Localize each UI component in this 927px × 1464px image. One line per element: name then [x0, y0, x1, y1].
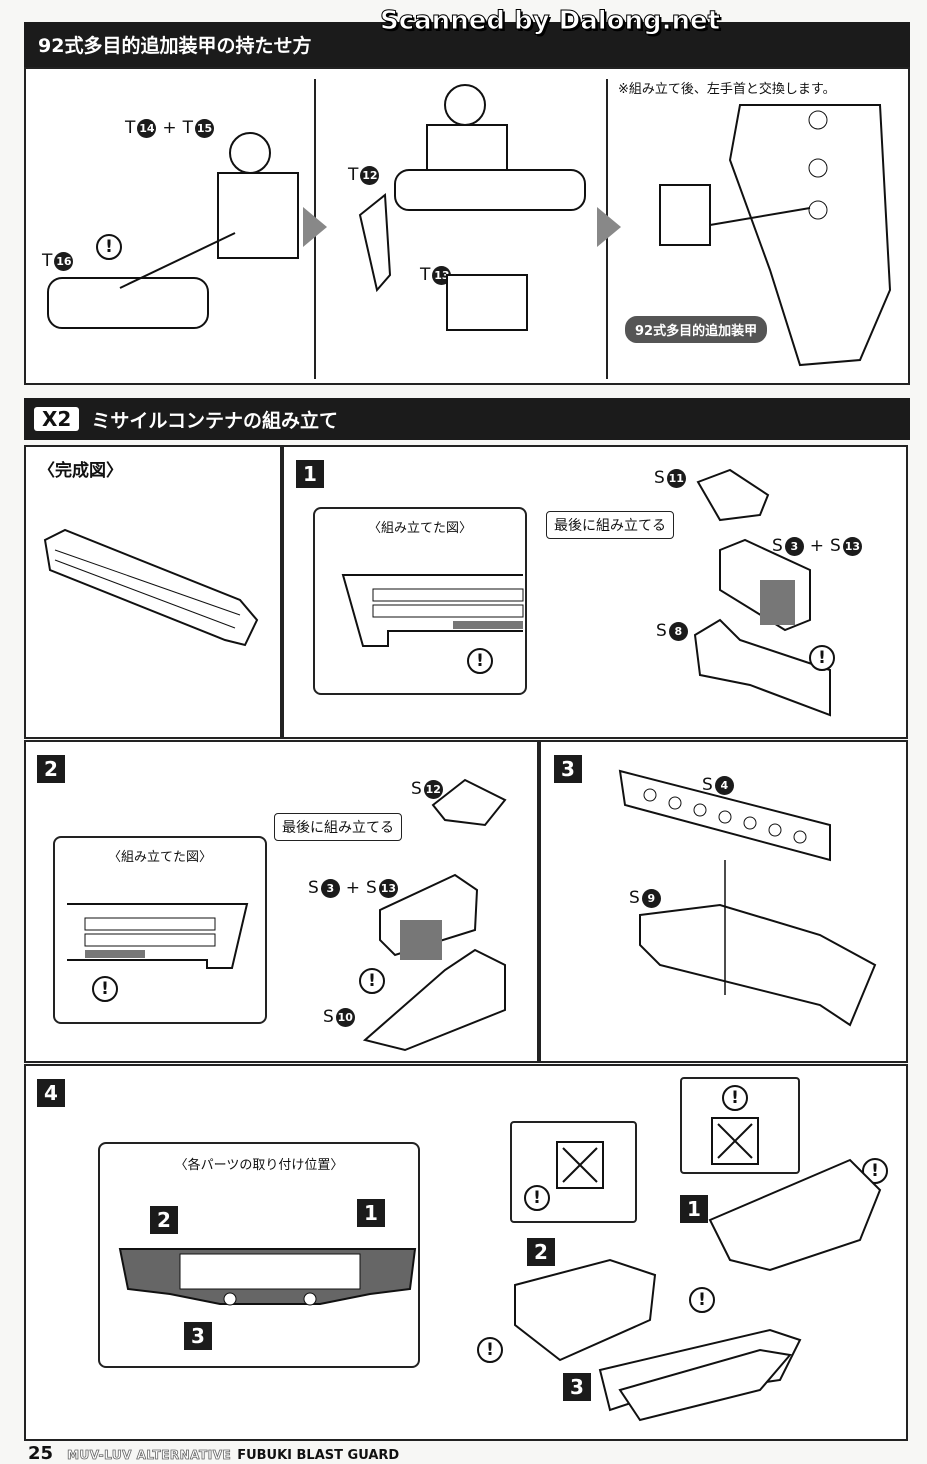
assembly-note: ※組み立て後、左手首と交換します。 [618, 82, 836, 97]
inset-title: 〈各パーツの取り付け位置〉 [174, 1158, 344, 1173]
step-1-parts-drawing [693, 468, 831, 717]
position-marker: 3 [184, 1322, 212, 1350]
armor-shield-drawing [659, 104, 892, 367]
hand-part-drawing [47, 132, 299, 329]
arrow-icon [597, 207, 621, 247]
warning-icon: ! [467, 648, 493, 674]
position-marker: 2 [527, 1238, 555, 1266]
attachment-position-inset: 〈各パーツの取り付け位置〉 [98, 1142, 420, 1368]
product-name: FUBUKI BLAST GUARD [237, 1448, 400, 1463]
step-3-parts-drawing [618, 769, 877, 1027]
callout-label: 最後に組み立てる [274, 813, 402, 841]
arm-assembly-drawing [358, 84, 586, 331]
position-marker: 2 [150, 1206, 178, 1234]
step-number: 1 [296, 460, 324, 488]
warning-icon: ! [359, 968, 385, 994]
detail-drawing [711, 1117, 759, 1165]
warning-icon: ! [809, 645, 835, 671]
assembled-view-inset: 〈組み立てた図〉 [313, 507, 527, 695]
inset-title: 〈組み立てた図〉 [107, 850, 212, 865]
step-number: 4 [37, 1079, 65, 1107]
warning-icon: ! [96, 234, 122, 260]
position-marker: 3 [563, 1373, 591, 1401]
section-title: 92式多目的追加装甲の持たせ方 [38, 35, 312, 57]
section-header: 92式多目的追加装甲の持たせ方 [24, 22, 910, 67]
arrow-icon [303, 207, 327, 247]
page-number: 25 [28, 1443, 54, 1464]
completed-view-panel [24, 445, 282, 739]
quantity-badge: X2 [34, 407, 80, 431]
watermark: Scanned by Dalong.net [379, 6, 721, 37]
step-number: 3 [554, 755, 582, 783]
position-marker: 1 [357, 1199, 385, 1227]
section-title: ミサイルコンテナの組み立て [91, 409, 338, 432]
part-name-tag: 92式多目的追加装甲 [625, 316, 768, 343]
completed-view-label: 〈完成図〉 [38, 461, 123, 481]
section-header: X2 ミサイルコンテナの組み立て [24, 398, 910, 440]
attachment-diagram [118, 1248, 417, 1306]
callout-label: 最後に組み立てる [546, 511, 674, 539]
warning-icon: ! [477, 1337, 503, 1363]
warning-icon: ! [92, 976, 118, 1002]
step-number: 2 [37, 755, 65, 783]
assembled-view-inset: 〈組み立てた図〉 [53, 836, 267, 1024]
step-2-parts-drawing [362, 778, 507, 1052]
footer: 25 MUV-LUV ALTERNATIVE FUBUKI BLAST GUAR… [28, 1443, 399, 1464]
assembled-diagram [341, 574, 524, 647]
warning-icon: ! [722, 1085, 748, 1111]
final-assembly-drawing [514, 1158, 882, 1422]
series-logo: MUV-LUV ALTERNATIVE [67, 1448, 232, 1463]
position-marker: 1 [680, 1195, 708, 1223]
assembled-diagram [67, 903, 249, 969]
missile-container-drawing [43, 528, 259, 647]
inset-title: 〈組み立てた図〉 [367, 521, 472, 536]
warning-icon: ! [689, 1287, 715, 1313]
detail-drawing [556, 1141, 604, 1189]
warning-icon: ! [524, 1185, 550, 1211]
